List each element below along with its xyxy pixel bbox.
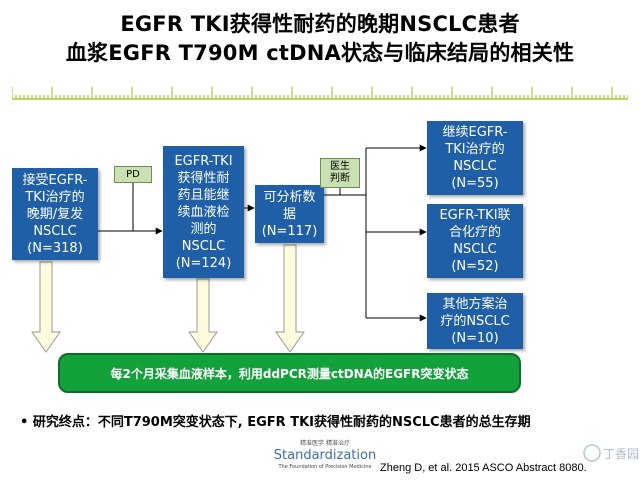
box-other-regimen: 其他方案治 疗的NSCLC (N=10) (427, 293, 523, 349)
box-start-cohort: 接受EGFR- TKI治疗的 晚期/复发 NSCLC (N=318) (12, 168, 98, 260)
citation: Zheng D, et al. 2015 ASCO Abstract 8080. (380, 462, 587, 474)
box-acquired-resistance: EGFR-TKI 获得性耐 药且能继 续血液检 测的 NSCLC (N=124) (163, 146, 244, 278)
down-arrow-1 (31, 261, 61, 353)
logo-sub: The Foundation of Precision Medicine (277, 464, 371, 470)
watermark-text: 丁香园 (603, 447, 639, 461)
down-arrow-2 (188, 278, 218, 353)
sampling-banner: 每2个月采集血液样本，利用ddPCR测量ctDNA的EGFR突变状态 (58, 353, 521, 393)
logo-top-line: 精准医学 精准治疗 (300, 439, 350, 447)
box-analyzable-data: 可分析数 据 (N=117) (255, 185, 324, 243)
down-arrow-3 (275, 244, 305, 353)
logo-main: Standardization (274, 448, 376, 463)
tag-doctor-judgment: 医生 判断 (320, 158, 360, 188)
dxy-watermark: 丁香园 (583, 444, 639, 462)
box-tki-plus-chemo: EGFR-TKI联 合化疗的 NSCLC (N=52) (427, 204, 523, 278)
standardization-logo: 精准医学 精准治疗 Standardization The Foundation… (272, 437, 378, 475)
slide-title-line1: EGFR TKI获得性耐药的晚期NSCLC患者 (120, 12, 520, 36)
tag-pd: PD (114, 166, 152, 183)
slide-title-line2: 血浆EGFR T790M ctDNA状态与临床结局的相关性 (65, 41, 575, 65)
watermark-icon (583, 444, 601, 462)
ruler-divider (12, 87, 628, 100)
box-continue-tki: 继续EGFR- TKI治疗的 NSCLC (N=55) (427, 121, 523, 195)
study-endpoint: • 研究终点：不同T790M突变状态下, EGFR TKI获得性耐药的NSCLC… (20, 415, 531, 430)
